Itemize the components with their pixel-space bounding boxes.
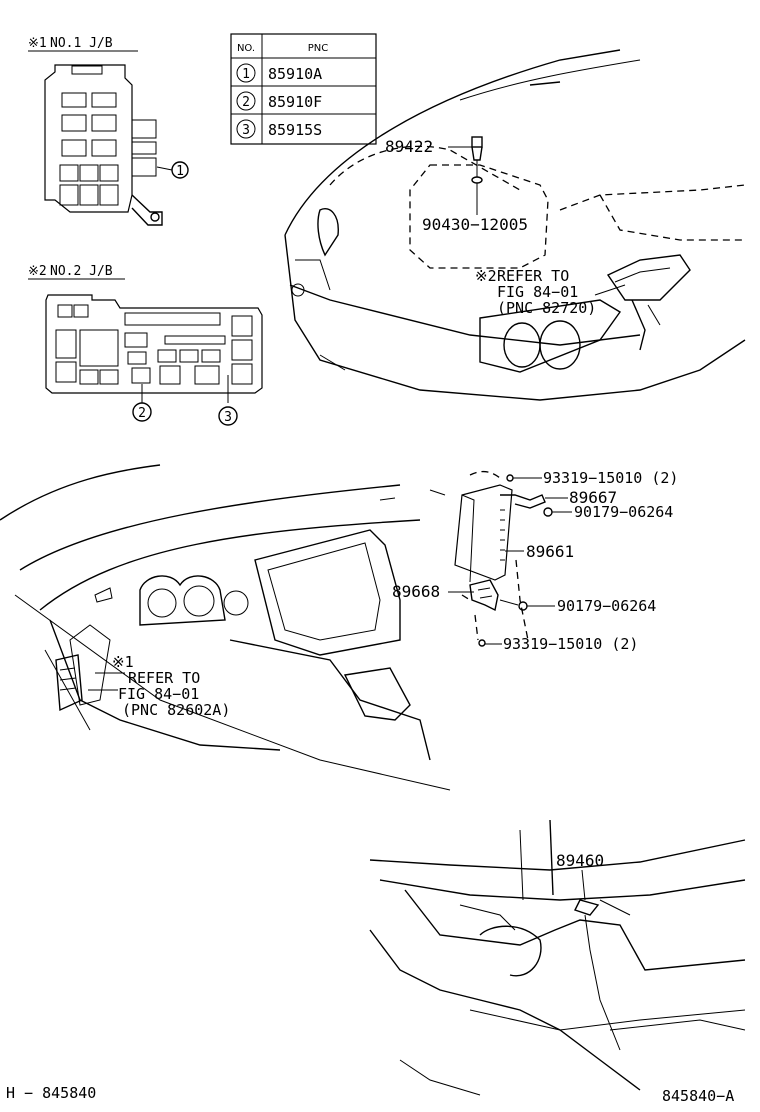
- callout-2: 2: [138, 406, 146, 421]
- callout-3-circle: [218, 406, 238, 426]
- footer-left-code: H − 845840: [6, 1084, 96, 1102]
- dashboard-illustration: [0, 464, 572, 791]
- table-row-no: 3: [242, 123, 250, 138]
- part-90179-06264-lower: 90179−06264: [557, 597, 656, 615]
- jb1-group: ※1 NO.1 J/B 1: [28, 36, 189, 226]
- jb1-title-mark: ※1: [28, 36, 47, 51]
- sensor-89422: [471, 136, 483, 148]
- screw-93319: [506, 474, 514, 482]
- jb2-outline: [45, 294, 263, 394]
- instrument-cluster: [139, 575, 226, 626]
- part-89422: 89422: [385, 137, 433, 156]
- pnc-table: NO. PNC 1 85910A 2 85910F 3 85915S: [230, 33, 377, 145]
- nut-90179-upper: [543, 507, 553, 517]
- part-89667: 89667: [569, 488, 617, 507]
- callout-1-circle: [171, 161, 189, 179]
- ecu-89661: [454, 484, 513, 581]
- jb1-title: NO.1 J/B: [50, 36, 113, 51]
- refer-line-1: REFER TO: [128, 669, 200, 687]
- refer-line-3: (PNC 82720): [497, 299, 596, 317]
- callout-3: 3: [224, 410, 232, 425]
- callout-1: 1: [176, 164, 184, 179]
- part-89661: 89661: [526, 542, 574, 561]
- table-row-pnc: 85910F: [268, 93, 322, 111]
- jb1-location: [55, 654, 83, 712]
- table-row-pnc: 85915S: [268, 121, 322, 139]
- jb2-location: [606, 254, 691, 301]
- callout-2-circle: [132, 402, 152, 422]
- part-89460: 89460: [556, 851, 604, 870]
- refer-mark-2: ※2: [475, 267, 497, 285]
- part-93319-15010-lower: 93319−15010 (2): [503, 635, 638, 653]
- bracket-89667: [500, 494, 546, 509]
- nut-90179-lower: [518, 601, 528, 611]
- screw-93319-lower: [478, 639, 486, 647]
- refer-line-1: REFER TO: [497, 267, 569, 285]
- refer-mark-1: ※1: [112, 653, 134, 671]
- part-89668: 89668: [392, 582, 440, 601]
- center-console: [254, 529, 401, 656]
- part-93319-15010-upper: 93319−15010 (2): [543, 469, 678, 487]
- jb2-group: ※2 NO.2 J/B 2 3: [28, 264, 263, 426]
- part-90179-06264-upper: 90179−06264: [574, 503, 673, 521]
- bracket-89668: [469, 579, 499, 612]
- table-row-pnc: 85910A: [268, 65, 322, 83]
- table-row-no: 1: [242, 67, 250, 82]
- engine-bay-illustration: [284, 49, 746, 401]
- table-header-pnc: PNC: [308, 43, 329, 54]
- jb2-title-mark: ※2: [28, 264, 47, 279]
- table-row-no: 2: [242, 95, 250, 110]
- jb1-outline: [44, 64, 133, 213]
- table-header-no: NO.: [237, 43, 255, 54]
- sensor-89460: [574, 899, 600, 916]
- footer-right-code: 845840−A: [662, 1087, 734, 1105]
- refer-line-2: FIG 84−01: [118, 685, 199, 703]
- jb2-title: NO.2 J/B: [50, 264, 113, 279]
- refer-line-3: (PNC 82602A): [122, 701, 230, 719]
- part-90430-12005: 90430−12005: [422, 215, 528, 234]
- refer-line-2: FIG 84−01: [497, 283, 578, 301]
- front-illustration: [369, 819, 746, 1096]
